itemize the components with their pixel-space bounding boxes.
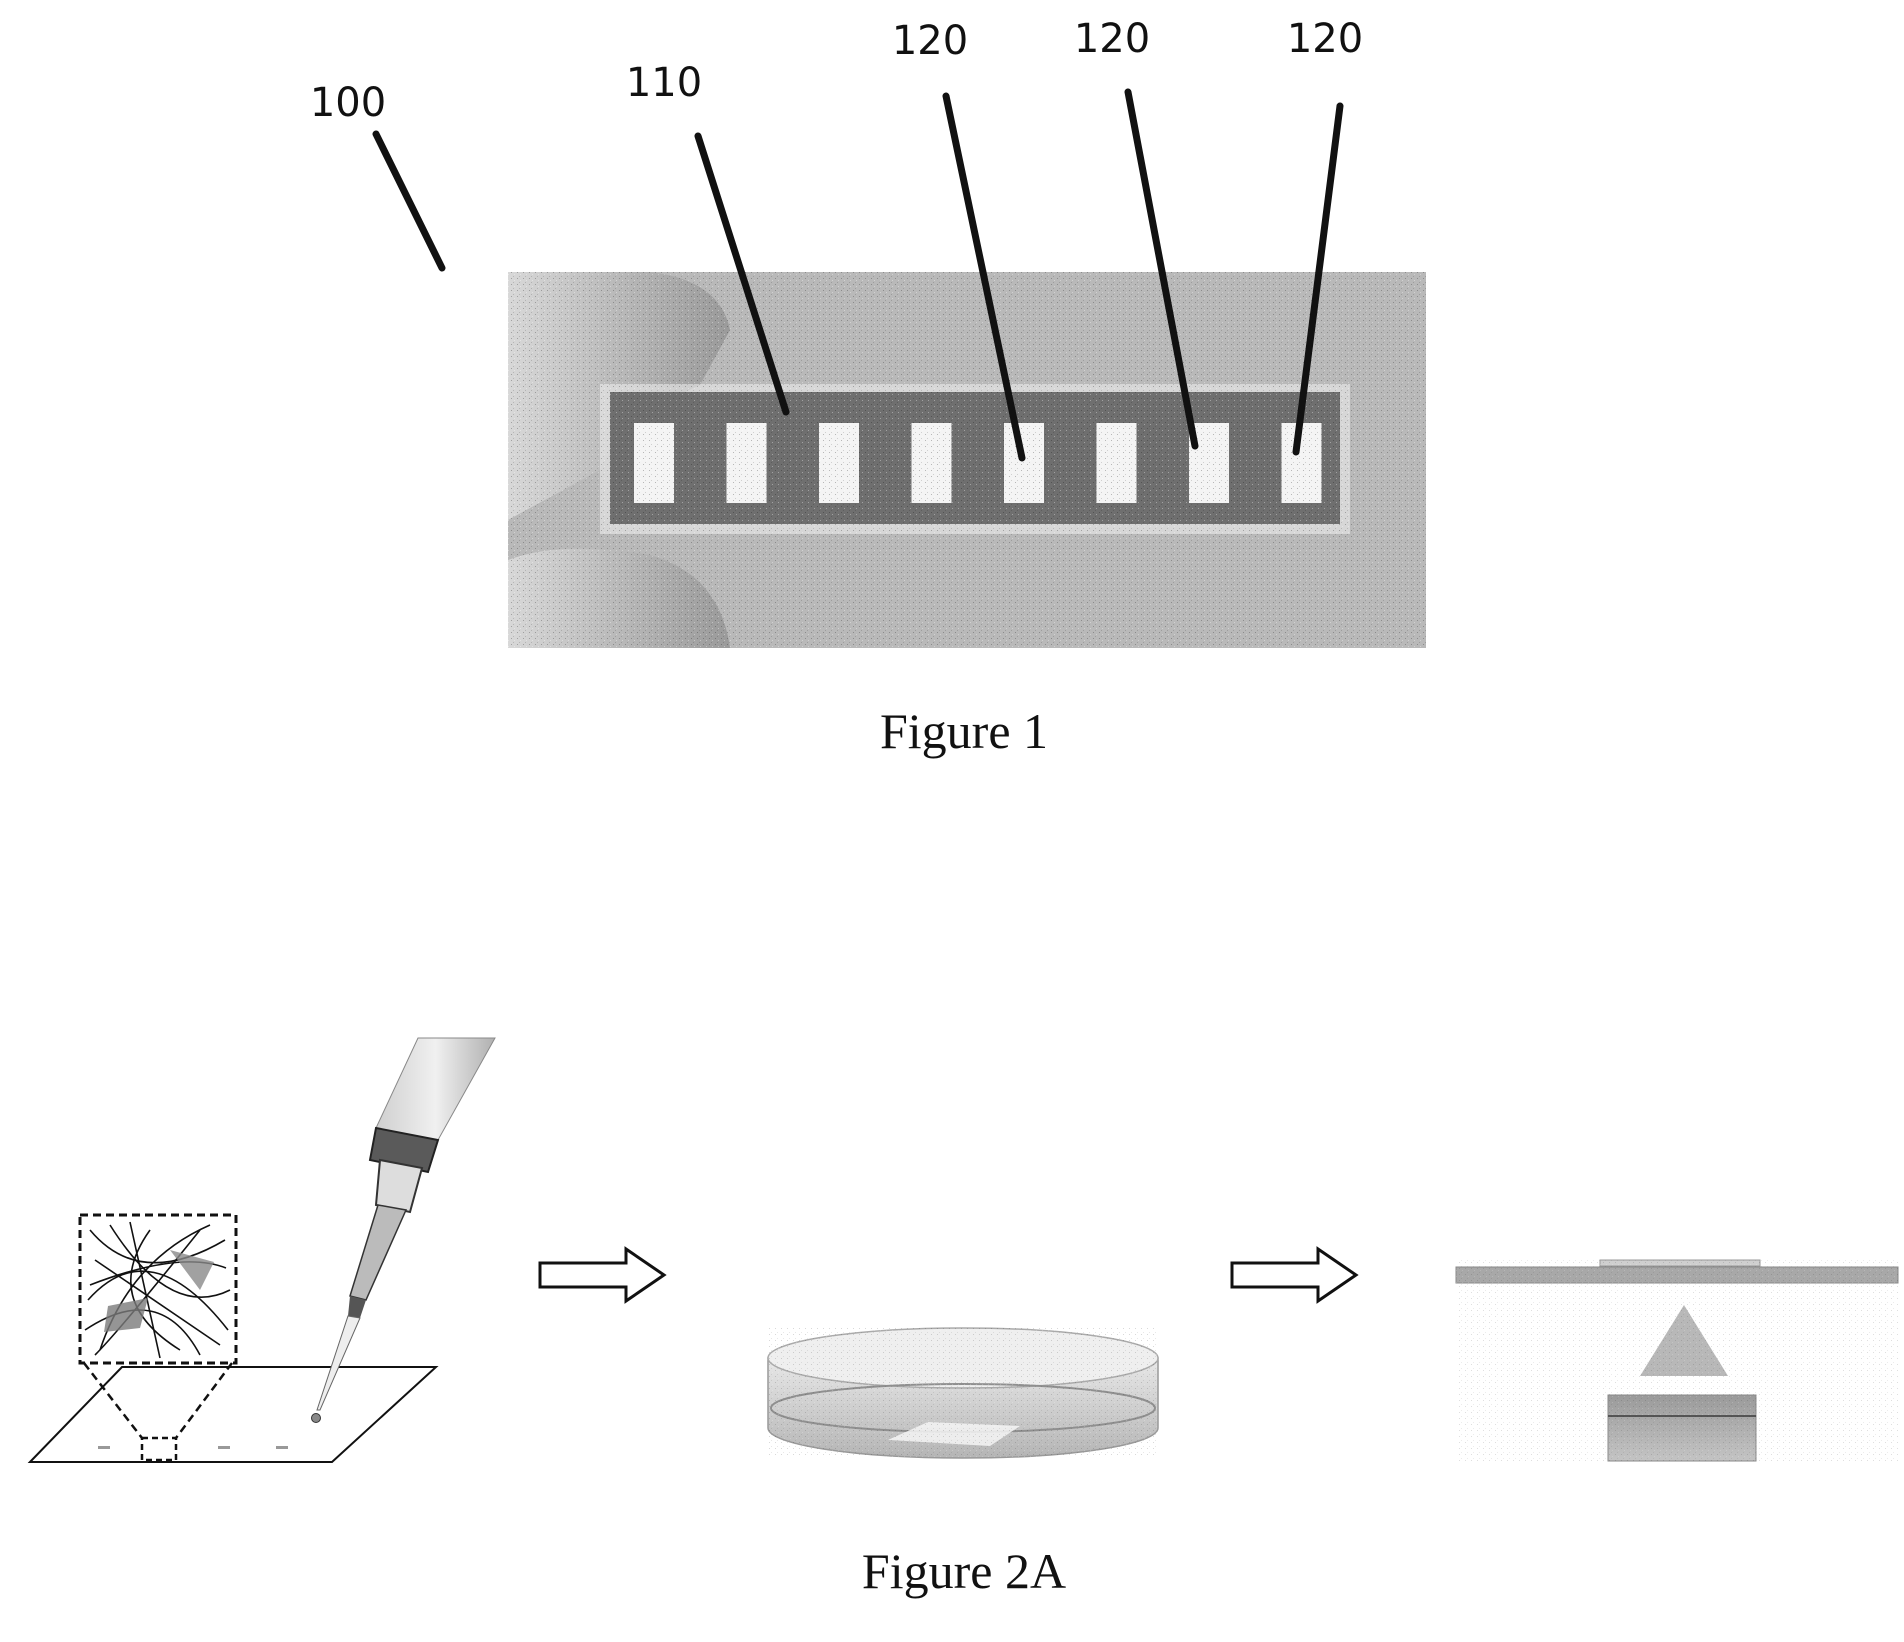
step-2-petri-dish: [768, 1328, 1158, 1458]
process-arrow-1: [540, 1249, 664, 1301]
substrate-sheet: [30, 1367, 436, 1462]
ref-label-120-second: 120: [1074, 16, 1150, 62]
setup-grain: [1456, 1260, 1898, 1461]
ref-label-110: 110: [626, 60, 702, 106]
dish-grain: [768, 1328, 1158, 1458]
sample-droplet: [312, 1414, 321, 1423]
ref-label-120-first: 120: [892, 18, 968, 64]
device-photo: [508, 272, 1426, 648]
figure-1: 100 110 120 120 120 Figure 1: [310, 16, 1426, 759]
pipette: [312, 1038, 496, 1423]
ref-label-100: 100: [310, 80, 386, 126]
pipette-shaft: [376, 1160, 422, 1212]
figure-1-caption: Figure 1: [880, 703, 1048, 759]
step-1-pipetting: [30, 1038, 495, 1462]
step-3-measurement: [1456, 1260, 1898, 1461]
pipette-nozzle: [350, 1205, 406, 1300]
process-arrow-2: [1232, 1249, 1356, 1301]
figure-2a-caption: Figure 2A: [862, 1543, 1066, 1599]
ref-label-120-third: 120: [1287, 16, 1363, 62]
photo-grain: [508, 272, 1426, 648]
figure-2a: Figure 2A: [30, 1038, 1898, 1599]
pipette-body: [376, 1038, 495, 1140]
leader-line-100: [376, 134, 442, 268]
